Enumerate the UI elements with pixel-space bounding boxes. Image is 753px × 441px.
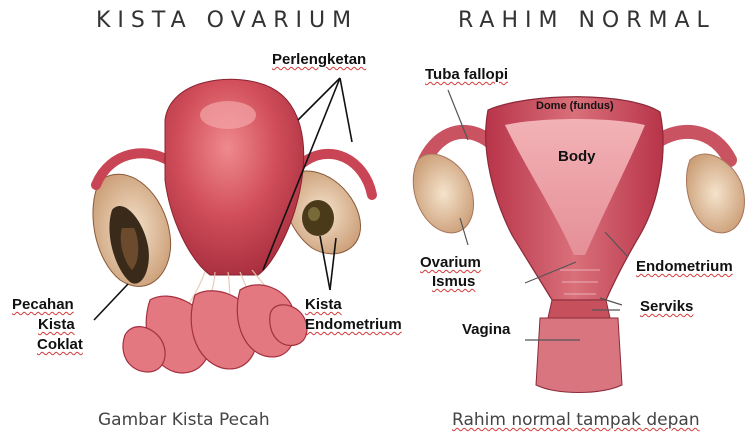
label-tuba-fallopi: Tuba fallopi [425,65,508,84]
vagina-canal [536,318,622,393]
label-pecahan: Pecahan [12,295,74,314]
rahim-normal-illustration [413,90,744,393]
label-body: Body [558,148,596,165]
label-perlengketan: Perlengketan [272,50,366,69]
cervix [548,300,610,318]
label-coklat: Coklat [37,335,83,354]
label-kista-left: Kista [38,315,75,334]
label-kista-endo-2: Endometrium [305,315,402,334]
label-endometrium: Endometrium [636,257,733,276]
label-kista-endo-1: Kista [305,295,342,314]
title-kista-ovarium: KISTA OVARIUM [96,8,358,33]
label-serviks: Serviks [640,297,693,316]
right-diagram-right-ovary [686,154,744,233]
label-vagina: Vagina [462,320,510,339]
right-diagram-left-ovary [413,154,473,233]
title-rahim-normal: RAHIM NORMAL [458,8,716,33]
label-ismus: Ismus [432,272,475,291]
label-ovarium: Ovarium [420,253,481,272]
bowel-loops [123,285,307,373]
caption-left: Gambar Kista Pecah [98,410,270,430]
label-dome-fundus: Dome (fundus) [536,100,614,112]
caption-right: Rahim normal tampak depan [452,410,700,430]
